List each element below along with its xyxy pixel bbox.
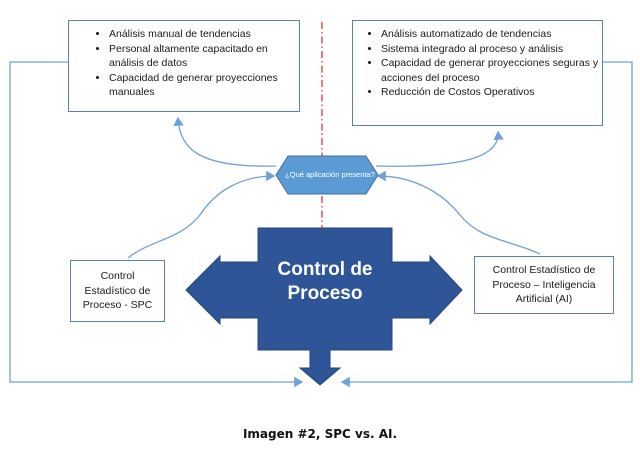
list-item: Capacidad de generar proyecciones manual… [109,71,299,100]
hexagon-to-right-box-arrow [375,130,504,167]
list-item: Sistema integrado al proceso y análisis [381,42,602,57]
list-item: Capacidad de generar proyecciones segura… [381,56,602,85]
list-item: Reducción de Costos Operativos [381,85,602,100]
manual-analysis-list: Análisis manual de tendencias Personal a… [69,27,299,100]
automated-analysis-list: Análisis automatizado de tendencias Sist… [353,27,602,100]
ai-to-hexagon-arrow [376,170,541,255]
list-item: Análisis manual de tendencias [109,27,299,42]
right-outer-connector [340,61,633,388]
automated-analysis-box: Análisis automatizado de tendencias Sist… [352,20,603,126]
question-hexagon [275,155,379,195]
center-title: Control de Proceso [277,259,373,304]
spc-box: Control Estadístico de Proceso - SPC [70,260,165,322]
spc-to-hexagon-arrow [127,170,276,259]
hexagon-label: ¿Qué aplicación presenta? [285,170,375,179]
list-item: Análisis automatizado de tendencias [381,27,602,42]
hexagon-to-left-box-arrow [173,116,277,167]
spc-label: Control Estadístico de Proceso - SPC [82,270,153,312]
manual-analysis-box: Análisis manual de tendencias Personal a… [68,20,300,112]
control-de-proceso-shape [185,227,463,386]
list-item: Personal altamente capacitado en análisi… [109,42,299,71]
left-outer-connector [9,61,304,388]
ai-label: Control Estadístico de Proceso – Intelig… [492,264,596,306]
figure-caption: Imagen #2, SPC vs. AI. [242,427,398,441]
ai-box: Control Estadístico de Proceso – Intelig… [474,256,614,314]
